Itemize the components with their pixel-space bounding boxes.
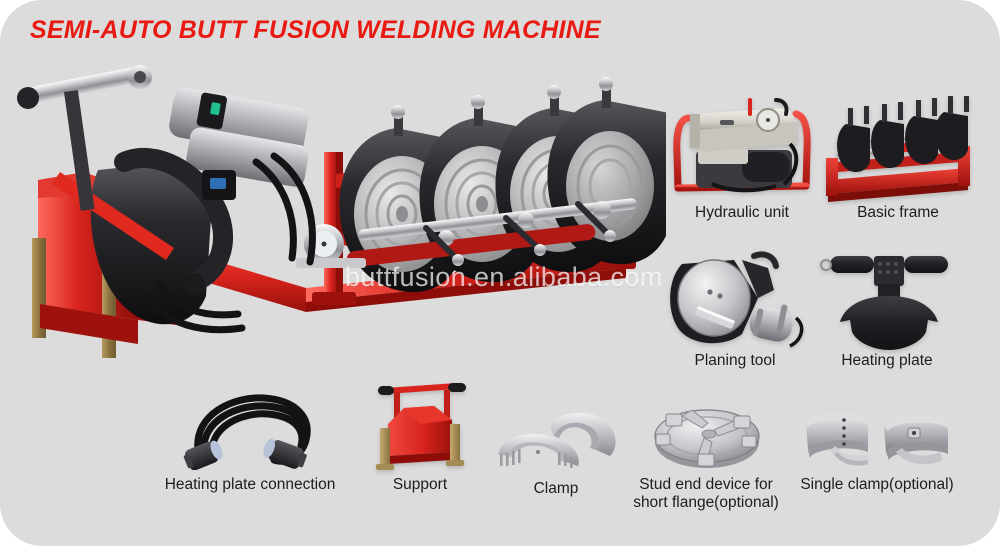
connector-plug-right (263, 438, 307, 469)
basic-frame-illustration (826, 96, 970, 202)
handle-bar (386, 383, 459, 394)
clamp-teeth (500, 449, 573, 468)
lever-black (774, 98, 789, 116)
page-title: SEMI-AUTO BUTT FUSION WELDING MACHINE (30, 16, 601, 44)
component-label-clamp: Clamp (533, 480, 579, 497)
component-single-clamp: Single clamp(optional) (792, 400, 962, 510)
component-label-heating-plate-connection: Heating plate connection (164, 476, 336, 493)
power-cord (789, 316, 804, 348)
rim-clamps (655, 413, 757, 467)
component-planing-tool: Planing tool (662, 246, 808, 374)
component-stud-end-device: Stud end device for short flange(optiona… (626, 398, 786, 514)
component-label-basic-frame: Basic frame (857, 204, 939, 221)
frame-bolts (848, 96, 969, 126)
frame-clamp-rings (837, 112, 968, 173)
component-heating-plate: Heating plate (812, 248, 962, 374)
planing-tool-illustration (670, 251, 804, 348)
handle-grip-right (448, 383, 466, 392)
cable-illustration (183, 394, 311, 470)
clamp-illustration (498, 412, 616, 468)
frame-handle-left (673, 114, 692, 192)
handle-right (904, 256, 948, 273)
band-bolts (842, 418, 846, 446)
plate-body (840, 296, 938, 350)
clamp-half-front (498, 434, 579, 468)
component-heating-plate-connection: Heating plate connection (160, 388, 340, 504)
lever-red (748, 98, 752, 116)
component-label-stud-end-device: Stud end device for short flange(optiona… (633, 476, 779, 511)
main-machine-photo (6, 52, 674, 362)
component-hydraulic-unit: Hydraulic unit (672, 92, 812, 224)
hydraulic-unit-illustration (673, 98, 811, 193)
component-label-heating-plate: Heating plate (841, 352, 933, 369)
terminal-box-bolts (878, 262, 898, 274)
linkage-pins (452, 230, 616, 266)
heating-plate-illustration (820, 256, 948, 350)
leg-right (450, 424, 460, 464)
component-basic-frame: Basic frame (818, 96, 978, 226)
component-label-single-clamp: Single clamp(optional) (800, 476, 954, 493)
component-label-support: Support (392, 476, 448, 493)
main-machine-illustration (17, 65, 674, 358)
clamp-band-right (884, 416, 948, 465)
clamp-half-back (550, 412, 616, 456)
handle-left (830, 256, 874, 273)
cutting-disc (678, 260, 750, 336)
single-clamp-illustration (806, 412, 948, 466)
support-illustration (376, 383, 466, 470)
component-label-planing-tool: Planing tool (694, 352, 776, 369)
handle-grip-left (378, 386, 394, 395)
stud-end-device-illustration (654, 409, 760, 468)
clamp-band-left (806, 412, 870, 466)
frame-handle-right (792, 110, 811, 190)
hydraulic-hoses (144, 152, 316, 334)
component-clamp: Clamp (488, 404, 624, 504)
left-tool-group (17, 65, 366, 325)
component-label-hydraulic-unit: Hydraulic unit (695, 204, 789, 221)
leg-left (380, 428, 390, 468)
component-support: Support (368, 378, 472, 504)
connector-plug-left (183, 440, 223, 470)
linkage-arms (423, 201, 613, 263)
